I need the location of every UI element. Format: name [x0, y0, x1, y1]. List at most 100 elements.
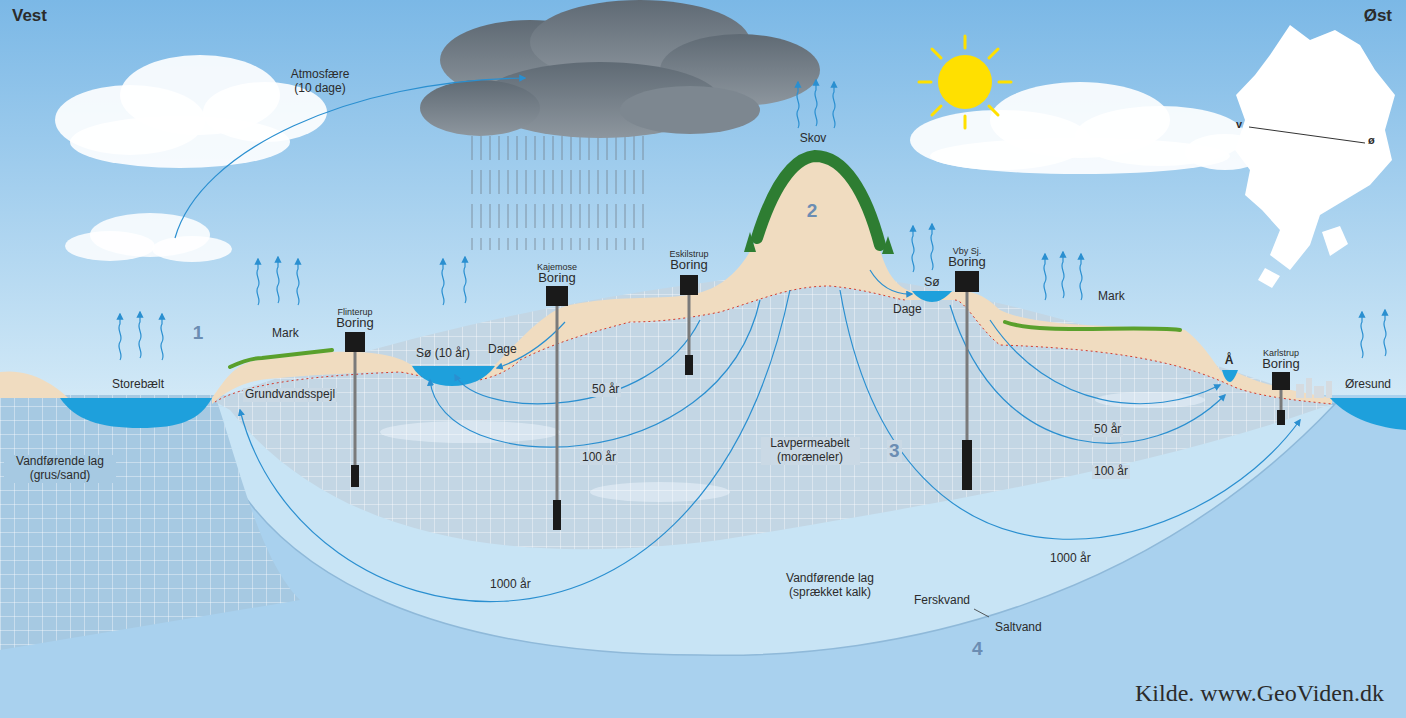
rain-cloud-part — [620, 86, 760, 134]
map-label: v — [1236, 118, 1242, 131]
evaporation-arrows-part — [1044, 254, 1046, 300]
vegetation-part — [744, 232, 756, 252]
flow-paths — [175, 78, 1300, 617]
flow-paths-part — [240, 290, 790, 602]
surface-water-part — [1330, 398, 1406, 430]
surface-water-part — [412, 366, 495, 386]
evaporation-arrows — [119, 80, 1386, 360]
evaporation-arrows-part — [1361, 312, 1363, 358]
flow-paths-part — [840, 290, 1300, 539]
layer-label: Vandførende lag (grus/sand) — [4, 455, 116, 483]
sun-part-part — [964, 36, 967, 48]
evaporation-arrows-part — [442, 259, 444, 305]
boreholes-part — [680, 275, 698, 295]
evaporation-arrows-part — [815, 80, 817, 126]
surface-water — [60, 291, 1406, 430]
evaporation-arrows-part — [161, 314, 163, 360]
borehole-label: Boring — [538, 271, 576, 286]
evaporation-arrows-part — [833, 82, 835, 128]
callout-number: 2 — [807, 200, 818, 222]
sun-part-part — [932, 106, 941, 115]
sun-part — [919, 36, 1011, 128]
water-label: Saltvand — [993, 621, 1044, 635]
area-label: Skov — [800, 132, 827, 146]
topsoil — [0, 158, 1332, 404]
boreholes-part — [685, 355, 693, 375]
flow-paths-part — [974, 609, 989, 617]
map-label: ø — [1368, 134, 1375, 147]
borehole-label: Boring — [670, 258, 708, 273]
evaporation-arrows-part — [912, 226, 914, 272]
clouds-part — [152, 236, 232, 262]
age-label: 1000 år — [488, 578, 533, 592]
topsoil-part — [215, 286, 1332, 404]
city-silhouette-part — [1314, 386, 1324, 398]
topsoil-part — [0, 371, 68, 398]
surface-water-part — [60, 398, 212, 428]
evaporation-arrows-part — [797, 82, 799, 128]
boreholes-part — [556, 306, 559, 530]
evaporation-arrows-part — [257, 259, 259, 305]
area-label: Mark — [272, 327, 299, 341]
evaporation-arrows-part — [1080, 254, 1082, 300]
age-label: 100 år — [580, 451, 618, 465]
vegetation-part — [230, 350, 332, 367]
clouds-part — [70, 116, 290, 168]
city-silhouette-part — [1326, 381, 1332, 398]
callout-number: 3 — [887, 440, 902, 462]
flow-paths-part — [430, 300, 760, 447]
surface-water-part — [912, 291, 952, 302]
compass-heading: Vest — [12, 6, 47, 26]
evaporation-arrows-part — [464, 257, 466, 303]
process-label: Atmosfære (10 dage) — [284, 68, 356, 96]
ground-layers-part — [212, 270, 1332, 549]
sun-part-part — [932, 49, 941, 58]
rain-cloud — [420, 0, 820, 250]
source-caption: Kilde. www.GeoViden.dk — [1135, 680, 1384, 707]
vegetation-part — [757, 156, 880, 245]
borehole-label: Boring — [1262, 357, 1300, 372]
sun-part-part — [989, 106, 998, 115]
boreholes-part — [546, 286, 568, 306]
water-table-label: Grundvandsspejl — [243, 388, 337, 402]
flow-paths-part — [455, 320, 700, 404]
sun-part-part — [999, 81, 1011, 84]
layer-label: Vandførende lag (sprækket kalk) — [773, 572, 887, 600]
sun-part-part — [964, 116, 967, 128]
ground-layers-part — [212, 270, 1332, 549]
boreholes-part — [351, 465, 359, 487]
evaporation-arrows-part — [139, 312, 141, 358]
age-label: 50 år — [590, 383, 621, 397]
map-inset — [1235, 25, 1395, 288]
map-inset-part — [1258, 268, 1280, 288]
boreholes-part — [962, 440, 972, 490]
lake-label: Sø (10 år) — [416, 347, 470, 361]
sea-label: Storebælt — [112, 378, 164, 392]
vegetation-part — [1005, 322, 1180, 330]
clouds-part — [65, 231, 155, 261]
stream-label: Å — [1225, 354, 1234, 368]
rain-cloud-part — [420, 80, 540, 136]
city-silhouette-part — [1296, 384, 1304, 398]
boreholes-part — [1272, 372, 1290, 390]
rain-cloud-part — [470, 120, 650, 250]
evaporation-arrows-part — [297, 259, 299, 305]
city-silhouette — [1296, 378, 1332, 398]
sun-part-part — [919, 81, 931, 84]
compass-heading: Øst — [1364, 6, 1392, 26]
evaporation-arrows-part — [277, 257, 279, 303]
flow-paths-part — [175, 78, 525, 238]
sun-part-part — [989, 49, 998, 58]
evaporation-arrows-part — [1062, 252, 1064, 298]
clouds — [55, 55, 1265, 262]
evaporation-arrows-part — [119, 314, 121, 360]
age-label: 100 år — [1092, 465, 1130, 479]
surface-water-part — [1222, 370, 1238, 382]
flow-paths-part — [990, 320, 1220, 404]
age-label: 1000 år — [1048, 552, 1093, 566]
map-inset-part — [1322, 226, 1348, 256]
ground-layers — [0, 270, 1406, 718]
evaporation-arrows-part — [1384, 310, 1386, 356]
